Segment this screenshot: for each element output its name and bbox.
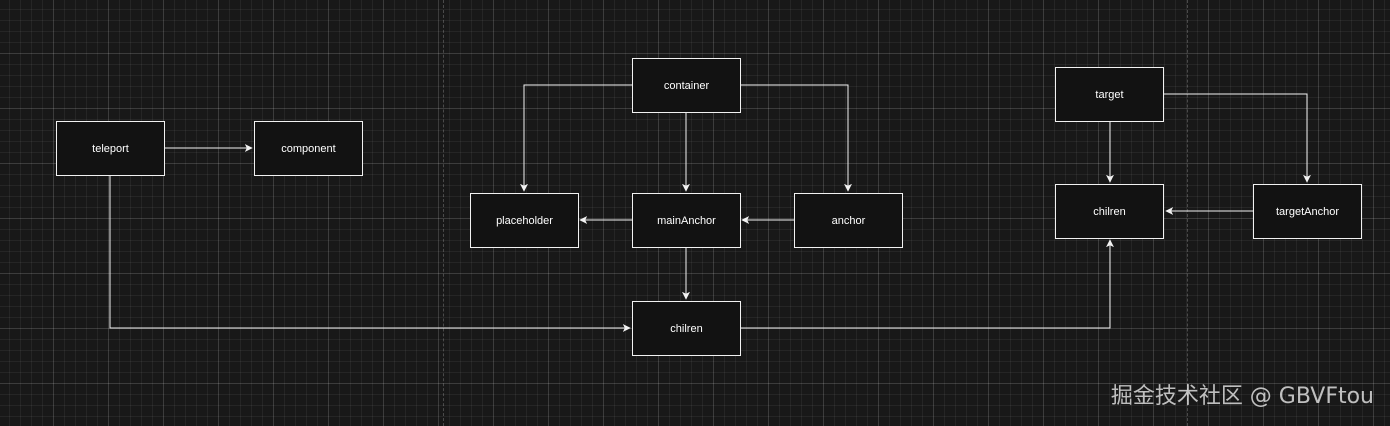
edge-container-placeholder (520, 84, 632, 192)
edge-teleport-chilren (109, 176, 631, 332)
node-target[interactable]: target (1055, 67, 1164, 122)
edge-chilren-chilren-right (740, 239, 1114, 329)
edge-target-targetanchor (1164, 93, 1311, 183)
node-container[interactable]: container (632, 58, 741, 113)
node-target-anchor[interactable]: targetAnchor (1253, 184, 1362, 239)
node-children-right[interactable]: chilren (1055, 184, 1164, 239)
node-main-anchor[interactable]: mainAnchor (632, 193, 741, 248)
node-anchor[interactable]: anchor (794, 193, 903, 248)
node-teleport[interactable]: teleport (56, 121, 165, 176)
page-divider-left (443, 0, 444, 426)
page-divider-right (1187, 0, 1188, 426)
watermark-text: 掘金技术社区 @ GBVFtou (1110, 384, 1374, 409)
node-placeholder[interactable]: placeholder (470, 193, 579, 248)
edge-container-anchor (740, 84, 852, 192)
node-component[interactable]: component (254, 121, 363, 176)
node-children-center[interactable]: chilren (632, 301, 741, 356)
